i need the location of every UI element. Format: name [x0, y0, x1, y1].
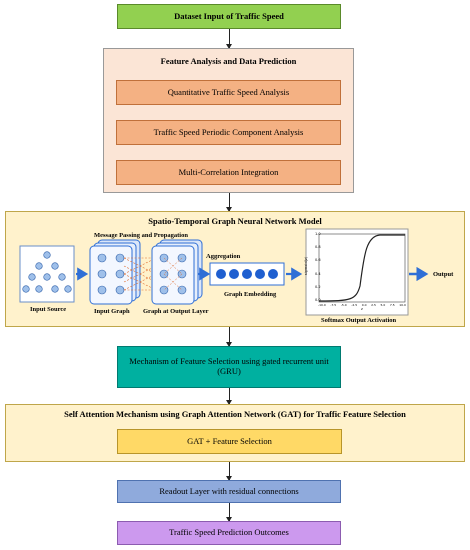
sigmoid-ylabel: sigmoid(z) — [304, 256, 309, 276]
x-tick: 7.5 — [389, 303, 395, 307]
input-source-graph — [19, 245, 75, 303]
gat-panel-title: Self Attention Mechanism using Graph Att… — [64, 409, 406, 419]
readout-layer-box: Readout Layer with residual connections — [117, 480, 341, 503]
input-graph — [89, 239, 141, 305]
y-tick: 0.8 — [315, 245, 321, 250]
outcome-label: Traffic Speed Prediction Outcomes — [169, 527, 289, 538]
gru-label: Mechanism of Feature Selection using gat… — [129, 356, 329, 376]
arrow-2 — [226, 193, 232, 212]
output-layer-graph — [151, 239, 203, 305]
y-tick: 0.0 — [315, 297, 321, 302]
graph-embedding-label: Graph Embedding — [224, 291, 277, 298]
dataset-input-label: Dataset Input of Traffic Speed — [174, 10, 284, 21]
softmax-sigmoid-plot — [305, 228, 429, 316]
y-tick: 0.4 — [315, 271, 321, 276]
x-tick: 0.0 — [361, 303, 367, 307]
softmax-label: Softmax Output Activation — [321, 317, 397, 324]
sigmoid-xlabel: z — [361, 307, 363, 311]
input-source-label: Input Source — [30, 306, 67, 313]
x-tick: 10.0 — [399, 303, 406, 307]
prediction-outcome-box: Traffic Speed Prediction Outcomes — [117, 521, 341, 545]
x-tick: 2.5 — [371, 303, 376, 307]
y-tick: 0.2 — [315, 284, 321, 289]
message-passing-label: Message Passing and Propagation — [94, 232, 188, 239]
arrow-6 — [226, 503, 232, 522]
x-tick: -2.5 — [351, 303, 358, 307]
gat-feature-selection-box: GAT + Feature Selection — [117, 429, 342, 454]
dataset-input-box: Dataset Input of Traffic Speed — [117, 4, 341, 29]
arrow-4 — [226, 388, 232, 405]
multi-correlation-label: Multi-Correlation Integration — [178, 166, 279, 177]
multi-correlation-box: Multi-Correlation Integration — [116, 160, 341, 185]
output-label: Output — [433, 271, 454, 278]
gru-box: Mechanism of Feature Selection using gat… — [117, 346, 341, 388]
x-tick: -7.5 — [330, 303, 337, 307]
gat-panel: Self Attention Mechanism using Graph Att… — [5, 404, 465, 462]
gat-box-label: GAT + Feature Selection — [187, 435, 272, 446]
graph-embedding — [209, 262, 285, 286]
arrow-5 — [226, 462, 232, 481]
periodic-analysis-box: Traffic Speed Periodic Component Analysi… — [116, 120, 341, 145]
x-tick: 5.0 — [380, 303, 386, 307]
input-graph-label: Input Graph — [94, 308, 130, 315]
sigmoid-x-ticks: -10.0 -7.5 -5.0 -2.5 0.0 2.5 5.0 7.5 10.… — [318, 303, 406, 307]
propagation-lines — [123, 257, 157, 291]
quantitative-analysis-box: Quantitative Traffic Speed Analysis — [116, 80, 341, 105]
y-tick: 1.0 — [315, 232, 321, 236]
periodic-label: Traffic Speed Periodic Component Analysi… — [153, 126, 304, 137]
output-layer-label: Graph at Output Layer — [143, 308, 209, 315]
x-tick: -10.0 — [318, 303, 326, 307]
arrow-1 — [226, 29, 232, 49]
feature-analysis-panel: Feature Analysis and Data Prediction Qua… — [103, 48, 354, 193]
arrow-3 — [226, 327, 232, 347]
y-tick: 0.6 — [315, 258, 321, 263]
sigmoid-y-ticks: 1.0 0.8 0.6 0.4 0.2 0.0 — [315, 232, 321, 302]
stgnn-panel: Spatio-Temporal Graph Neural Network Mod… — [5, 211, 465, 327]
stgnn-illustration — [19, 228, 429, 316]
x-tick: -5.0 — [340, 303, 347, 307]
quantitative-label: Quantitative Traffic Speed Analysis — [167, 86, 290, 97]
feature-panel-title: Feature Analysis and Data Prediction — [160, 56, 297, 66]
aggregation-label: Aggregation — [206, 253, 241, 260]
readout-label: Readout Layer with residual connections — [159, 485, 299, 496]
stgnn-title: Spatio-Temporal Graph Neural Network Mod… — [148, 216, 322, 226]
